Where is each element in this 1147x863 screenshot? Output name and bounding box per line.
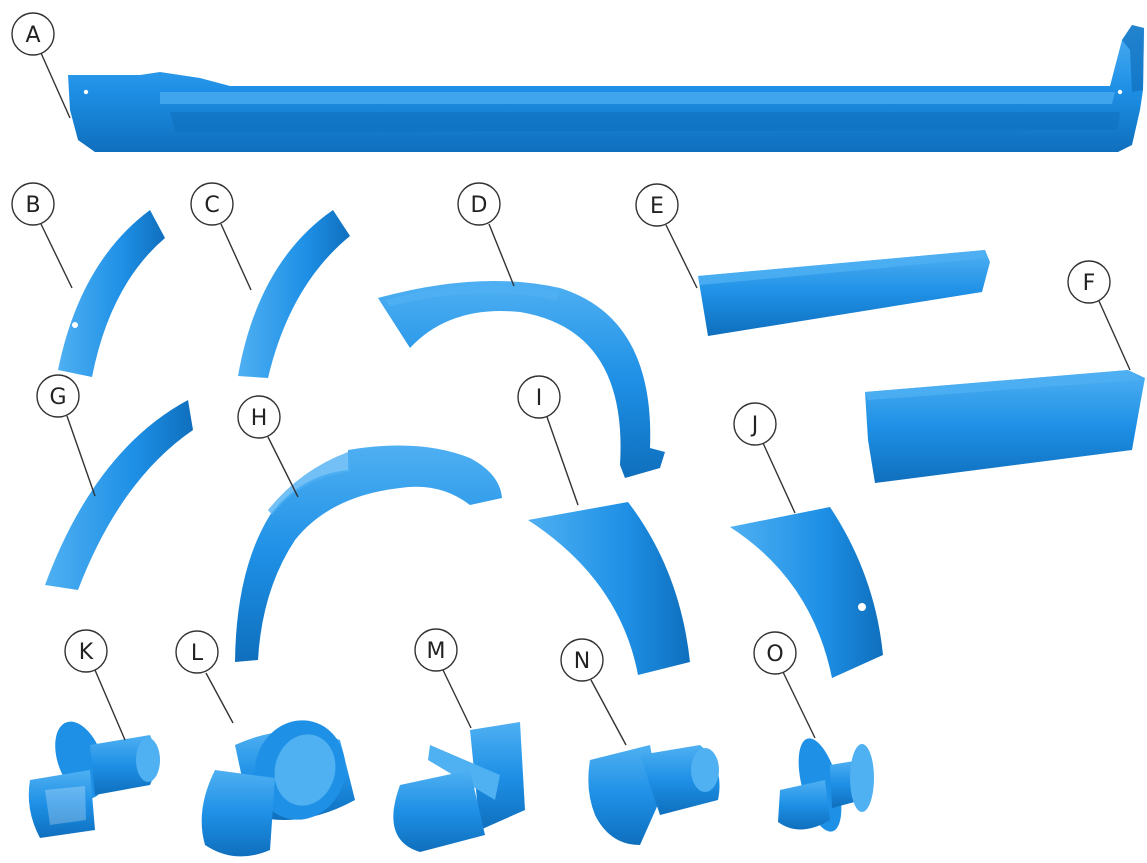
leader-line-h	[268, 437, 298, 497]
callout-label-o: O	[766, 642, 783, 667]
leader-line-n	[591, 680, 626, 745]
callout-d: D	[458, 183, 500, 225]
callout-label-l: L	[191, 641, 204, 666]
callout-l: L	[176, 631, 218, 673]
leader-line-f	[1099, 301, 1130, 370]
callout-g: G	[37, 375, 79, 417]
leader-line-m	[443, 670, 471, 728]
callout-label-e: E	[650, 194, 664, 219]
leader-line-l	[206, 673, 233, 723]
callout-c: C	[191, 183, 233, 225]
door-moulding-e-part	[698, 250, 990, 336]
arch-extension-j-part	[730, 507, 883, 678]
callout-j: J	[734, 403, 776, 445]
callout-label-m: M	[427, 639, 446, 664]
callout-label-c: C	[204, 193, 219, 218]
callout-label-h: H	[251, 406, 268, 431]
door-moulding-f-part	[865, 370, 1145, 483]
rivet-clip-o-part	[778, 734, 874, 836]
leader-line-g	[67, 416, 95, 496]
callout-e: E	[636, 184, 678, 226]
arch-trim-piece-g-part	[45, 400, 193, 590]
leader-line-b	[41, 224, 72, 288]
callout-k: K	[65, 630, 107, 672]
callout-f: F	[1068, 261, 1110, 303]
side-sill-panel-part	[68, 25, 1144, 152]
callout-label-k: K	[79, 640, 94, 665]
trim-clip-m-part	[393, 722, 525, 852]
leader-line-j	[763, 443, 795, 513]
leader-line-e	[666, 225, 697, 288]
callout-m: M	[415, 629, 457, 671]
callout-label-j: J	[750, 413, 759, 438]
callout-o: O	[754, 632, 796, 674]
leader-line-a	[41, 53, 70, 118]
leader-line-c	[221, 224, 251, 290]
callout-b: B	[12, 183, 54, 225]
leader-line-k	[95, 670, 125, 740]
callout-n: N	[561, 639, 603, 681]
retainer-n-part	[588, 745, 719, 845]
callout-label-g: G	[49, 385, 66, 410]
callout-label-n: N	[574, 649, 590, 674]
callout-label-b: B	[25, 193, 40, 218]
leader-line-d	[489, 224, 514, 286]
callout-h: H	[238, 396, 280, 438]
arch-trim-piece-c-part	[238, 210, 350, 378]
clip-k-part	[29, 715, 160, 838]
arch-trim-piece-b-part	[58, 210, 165, 377]
leader-line-o	[783, 672, 815, 738]
callout-label-i: I	[536, 386, 543, 411]
wheel-arch-moulding-h-part	[235, 446, 502, 663]
callout-a: A	[12, 13, 54, 55]
callout-label-a: A	[25, 23, 40, 48]
leader-line-i	[547, 417, 578, 505]
push-pin-clip-l-part	[202, 710, 357, 856]
callout-label-d: D	[471, 193, 488, 218]
arch-extension-i-part	[528, 502, 690, 675]
callout-label-f: F	[1083, 271, 1096, 296]
callout-i: I	[518, 376, 560, 418]
